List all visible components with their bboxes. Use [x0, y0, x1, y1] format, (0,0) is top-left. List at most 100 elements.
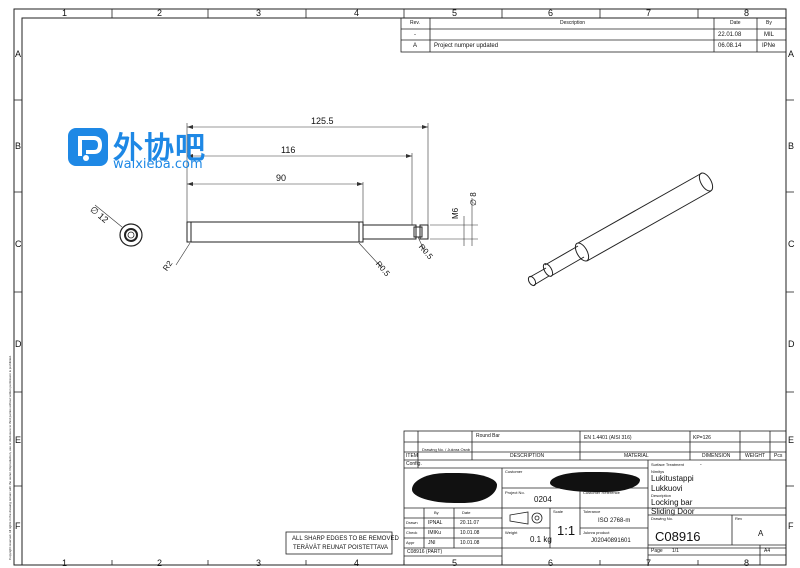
zone-row-c: C — [15, 239, 22, 249]
bom-dimension-code: KP=126 — [693, 435, 711, 441]
bom-material-label: MATERIAL — [624, 453, 649, 459]
zone-col-6-bottom: 6 — [548, 558, 554, 568]
zone-row-c-right: C — [788, 239, 795, 249]
tb-customer-ref-label: Customer Reference — [583, 490, 620, 495]
zone-col-4: 4 — [354, 8, 360, 18]
copyright-note: Copyright reserved. All rights in the dr… — [8, 355, 12, 560]
zone-row-b: B — [15, 141, 22, 151]
tb-sign-row-2-role: Check — [406, 530, 418, 535]
tb-name-fi-1: Lukitustappi — [651, 474, 694, 483]
tb-weight: 0.1 kg — [530, 535, 552, 544]
dim-116: 116 — [281, 145, 296, 155]
tb-project-no-label: Project No. — [505, 490, 525, 495]
watermark-title: 外协吧 — [113, 131, 206, 166]
zone-col-5-bottom: 5 — [452, 558, 458, 568]
bar-isometric-view — [527, 172, 714, 287]
edges-note-box — [285, 531, 393, 555]
zone-row-e: E — [15, 435, 22, 445]
tb-sign-row-1-date: 20.11.07 — [460, 520, 480, 526]
rev-row-2-description: Project numper updated — [434, 43, 499, 49]
zone-row-f-right: F — [788, 521, 794, 531]
tb-tolerance-label: Tolerance — [583, 509, 601, 514]
rev-header-by: By — [766, 20, 772, 26]
tb-surface-label: Surface Treatment — [651, 462, 684, 467]
bom-config-label: Config. — [406, 461, 422, 467]
zone-col-4-bottom: 4 — [354, 558, 360, 568]
projection-symbol — [509, 511, 543, 525]
rev-header-rev: Rev. — [410, 20, 420, 26]
tb-sign-row-2-by: IMIKu — [428, 530, 442, 536]
rev-row-1-by: MIL — [764, 32, 775, 38]
tb-sign-header-date: Date — [462, 510, 471, 515]
bom-dimension-label: DIMENSION — [702, 453, 731, 459]
tb-desc-label: Description — [651, 493, 672, 498]
tb-weight-label: Weight — [505, 530, 518, 535]
tb-rev: A — [758, 529, 764, 538]
tb-customer-label: Customer — [505, 469, 523, 474]
tb-sign-row-2-date: 10.01.08 — [460, 530, 480, 536]
rev-row-2-by: IPNe — [762, 43, 776, 49]
tb-part-ref: C08916 (PART) — [407, 549, 443, 555]
zone-col-6: 6 — [548, 8, 554, 18]
zone-col-7-bottom: 7 — [646, 558, 652, 568]
dim-diameter-8: ∅ 8 — [469, 192, 478, 206]
zone-col-3-bottom: 3 — [256, 558, 262, 568]
redaction-logo — [412, 473, 497, 503]
bar-side-view — [186, 221, 429, 243]
tb-sign-row-1-by: IPNAL — [428, 520, 443, 526]
bom-pcs-label: Pcs — [774, 453, 783, 459]
tb-page-label: Page — [651, 548, 663, 554]
zone-col-5: 5 — [452, 8, 458, 18]
bom-material-spec: EN 1.4401 (AISI 316) — [584, 435, 632, 441]
dim-m6: M6 — [451, 207, 460, 219]
zone-row-a-right: A — [788, 49, 795, 59]
zone-row-d-right: D — [788, 339, 795, 349]
zone-col-2: 2 — [157, 8, 163, 18]
tb-name-fi-2: Lukkuovi — [651, 484, 683, 493]
title-block-grid — [403, 430, 787, 566]
zone-col-8: 8 — [744, 8, 750, 18]
bom-drawing-no-label: Drawing No. / Juknra Osnb — [422, 447, 471, 452]
redaction-customer — [550, 472, 640, 492]
zone-row-d: D — [15, 339, 22, 349]
revision-table — [400, 17, 787, 53]
tb-page: 1/1 — [672, 548, 679, 554]
rev-row-2-rev: A — [413, 43, 418, 49]
watermark-logo-icon — [68, 128, 108, 166]
tb-surface-value: - — [700, 462, 702, 468]
rev-row-1-date: 22.01.08 — [718, 32, 742, 38]
tb-scale-label: Scale — [553, 509, 564, 514]
zone-col-2-bottom: 2 — [157, 558, 163, 568]
tb-name-en-1: Locking bar — [651, 498, 693, 507]
zone-col-7: 7 — [646, 8, 652, 18]
rev-header-description: Description — [560, 20, 586, 26]
rev-header-date: Date — [730, 20, 741, 26]
bar-end-view — [94, 204, 143, 247]
tb-scale: 1:1 — [557, 523, 576, 538]
bom-item-label: ITEM — [406, 453, 418, 459]
rev-row-1-rev: - — [414, 32, 416, 38]
dim-125-5: 125.5 — [311, 116, 334, 126]
tb-juk-no: J02040891601 — [591, 538, 631, 544]
tb-tolerance: ISO 2768-m — [598, 518, 631, 524]
dimension-lines — [175, 123, 478, 269]
zone-row-f: F — [15, 521, 21, 531]
tb-project-no: 0204 — [534, 495, 552, 504]
zone-row-e-right: E — [788, 435, 795, 445]
arrowheads — [187, 125, 428, 186]
tb-sign-row-3-by: JNI — [428, 540, 436, 546]
bom-description-label: DESCRIPTION — [510, 453, 545, 459]
rev-row-2-date: 06.08.14 — [718, 43, 742, 49]
bom-weight-label: WEIGHT — [745, 453, 765, 459]
tb-rev-label: Rev — [735, 516, 743, 521]
tb-juk-label: Juknra product — [583, 530, 610, 535]
zone-col-1: 1 — [62, 8, 68, 18]
tb-name-en-2: Sliding Door — [651, 507, 695, 516]
tb-sign-header-by: By — [434, 510, 439, 515]
tb-sign-row-1-role: Drawn — [406, 520, 418, 525]
edges-note-en: ALL SHARP EDGES TO BE REMOVED — [292, 536, 399, 542]
tb-drawing-no: C08916 — [655, 529, 701, 544]
zone-col-1-bottom: 1 — [62, 558, 68, 568]
